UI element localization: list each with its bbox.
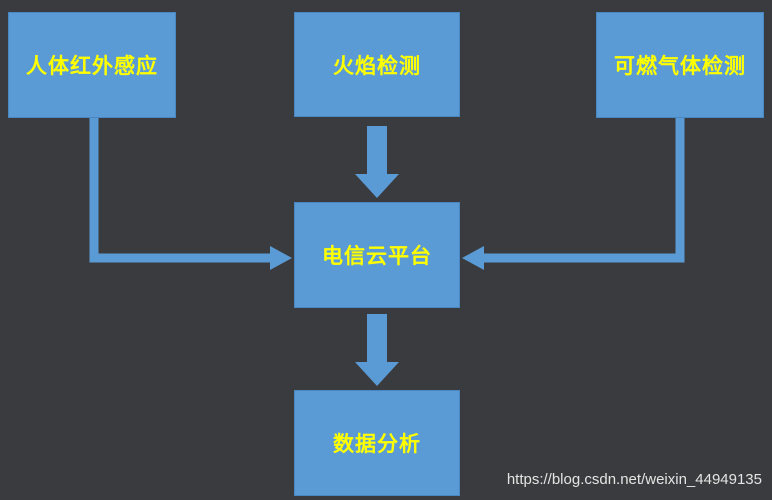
node-flame-detection: 火焰检测 bbox=[294, 12, 460, 117]
node-gas-detection: 可燃气体检测 bbox=[596, 12, 764, 118]
node-label: 可燃气体检测 bbox=[614, 54, 746, 78]
node-label: 数据分析 bbox=[333, 432, 421, 456]
edge-cloud-to-data bbox=[355, 314, 399, 386]
node-infrared-sensing: 人体红外感应 bbox=[8, 12, 176, 118]
node-data-analysis: 数据分析 bbox=[294, 390, 460, 496]
arrowhead-infrared bbox=[270, 246, 292, 270]
node-cloud-platform: 电信云平台 bbox=[294, 202, 460, 308]
edge-infrared-to-cloud bbox=[89, 118, 272, 263]
node-label: 电信云平台 bbox=[322, 244, 432, 268]
node-label: 人体红外感应 bbox=[26, 54, 158, 78]
node-label: 火焰检测 bbox=[333, 53, 421, 78]
arrowhead-gas bbox=[462, 246, 484, 270]
edge-flame-to-cloud bbox=[355, 126, 399, 198]
watermark: https://blog.csdn.net/weixin_44949135 bbox=[506, 471, 762, 488]
edge-gas-to-cloud bbox=[482, 118, 685, 263]
